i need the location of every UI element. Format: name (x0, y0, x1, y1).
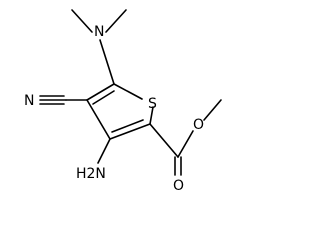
bond-c3-nh2 (97, 138, 111, 164)
bond-n-methyl-right (105, 9, 127, 33)
bond-c5-n (99, 39, 115, 85)
molecule-diagram: S N N H2N O O (24, 9, 222, 193)
methyl-ester-group (149, 99, 222, 176)
dimethylamino-group (71, 9, 127, 85)
atom-label-s: S (148, 96, 157, 112)
atom-label-n-dimethylamino: N (94, 24, 104, 40)
nitrile-group (39, 95, 88, 105)
bond-c3-c4 (86, 99, 111, 140)
thiophene-ring (86, 83, 154, 140)
bond-s-c2 (149, 106, 154, 125)
bond-c5-s (113, 83, 143, 100)
bond-c4-c5 (86, 83, 115, 101)
atom-label-amino: H2N (76, 166, 106, 182)
bond-c2-ccarbonyl (149, 123, 179, 158)
bond-c2-c3 (109, 123, 151, 140)
atom-label-o-carbonyl: O (173, 178, 184, 193)
bond-c2-c3-inner (111, 119, 144, 133)
bond-n-methyl-left (71, 9, 93, 33)
bond-c4-c5-inner (92, 90, 115, 105)
atom-label-o-ether: O (193, 117, 204, 133)
bond-ccarbonyl-o (177, 130, 194, 158)
atom-label-n-nitrile: N (24, 93, 34, 109)
bond-o-methyl (203, 99, 222, 121)
